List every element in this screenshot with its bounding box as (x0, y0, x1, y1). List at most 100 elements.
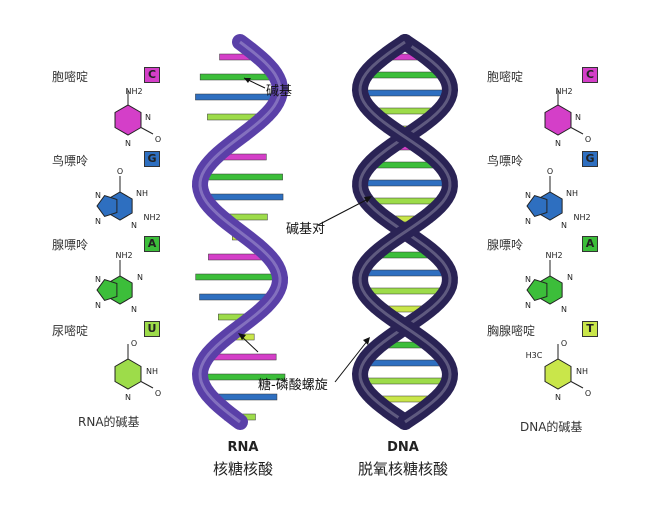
atom-label: N (561, 305, 567, 314)
atom-label: NH (136, 189, 148, 198)
atom-label: O (155, 135, 161, 144)
atom-label: O (117, 167, 123, 176)
dna-molecule-4: H3C O NH O N (526, 339, 592, 402)
atom-label: N (555, 393, 561, 402)
ring (114, 104, 142, 136)
base-pair-arrow-head (364, 196, 372, 203)
base-bar (195, 273, 285, 281)
rna-subtitle: 核糖核酸 (212, 460, 273, 478)
atom-label: NH2 (115, 251, 132, 260)
atom-label: NH2 (573, 213, 590, 222)
base-bar (355, 179, 455, 187)
atom-label: N (137, 273, 143, 282)
backbone-highlight (198, 40, 282, 424)
ring (544, 358, 572, 390)
rna-badge-u: U (144, 321, 160, 337)
backbone-highlight (358, 40, 452, 424)
atom-label: N (145, 113, 151, 122)
atom-label: N (567, 273, 573, 282)
atom-label: NH (566, 189, 578, 198)
dna-base-name-4: 胸腺嘧啶 (487, 324, 536, 338)
backbone-strand-1 (191, 34, 289, 430)
backbone-strand-2 (351, 34, 459, 430)
helix-arrow-right-line (334, 339, 369, 383)
dna-helix (351, 34, 459, 430)
atom-label: O (547, 167, 553, 176)
atom-label: N (525, 301, 531, 310)
atom-label: O (561, 339, 567, 348)
ring (96, 194, 118, 218)
atom-label: N (131, 221, 137, 230)
dna-badge-t: T (582, 321, 598, 337)
bond (140, 127, 154, 135)
atom-label: N (95, 217, 101, 226)
ring (96, 278, 118, 302)
base-bar (356, 269, 454, 277)
rna-badge-a: A (144, 236, 160, 252)
atom-label: O (131, 339, 137, 348)
atom-label: O (585, 135, 591, 144)
rna-base-name-3: 腺嘌呤 (52, 238, 89, 252)
base-pair-label: 碱基对 (286, 222, 326, 237)
rna-bases-caption: RNA的碱基 (78, 415, 140, 429)
ring (544, 104, 572, 136)
rna-molecule-4: O NH O N (114, 339, 161, 402)
atom-label: N (525, 191, 531, 200)
atom-label: N (95, 301, 101, 310)
bond (140, 381, 154, 389)
base-pair-arrow-line (317, 197, 371, 226)
dna-base-name-3: 腺嘌呤 (487, 238, 524, 252)
rna-helix (191, 34, 289, 430)
bond (570, 127, 584, 135)
dna-base-name-2: 鸟嘌呤 (487, 154, 524, 168)
rna-base-name-2: 鸟嘌呤 (52, 154, 89, 168)
ring (114, 358, 142, 390)
dna-bases-caption: DNA的碱基 (520, 420, 583, 434)
base-bar (354, 89, 456, 97)
dna-badge-c: C (582, 67, 598, 83)
atom-label: NH (146, 367, 158, 376)
ring (526, 278, 548, 302)
base-arrow-head (244, 78, 251, 83)
atom-label: N (125, 393, 131, 402)
atom-label: N (131, 305, 137, 314)
rna-badge-g: G (144, 151, 160, 167)
rna-base-name-1: 胞嘧啶 (52, 70, 89, 84)
helix-arrow-right-head (363, 337, 370, 345)
atom-label: NH (576, 367, 588, 376)
atom-label: NH2 (545, 251, 562, 260)
helix-arrow-left-head (238, 333, 246, 340)
atom-label: NH2 (555, 87, 572, 96)
atom-label: N (525, 275, 531, 284)
atom-label: N (525, 217, 531, 226)
atom-label: NH2 (143, 213, 160, 222)
base-label: 碱基 (266, 84, 293, 99)
dna-title: DNA (387, 440, 419, 455)
rna-title: RNA (227, 440, 259, 455)
atom-label: N (561, 221, 567, 230)
annotation-arrows (238, 77, 372, 383)
rna-base-name-4: 尿嘧啶 (52, 324, 89, 338)
atom-label: O (155, 389, 161, 398)
atom-label: N (95, 191, 101, 200)
dna-badge-g: G (582, 151, 598, 167)
atom-label: N (575, 113, 581, 122)
atom-label: O (585, 389, 591, 398)
sugar-phosphate-label: 糖-磷酸螺旋 (258, 378, 328, 393)
atom-label: NH2 (125, 87, 142, 96)
ring (526, 194, 548, 218)
atom-label: N (125, 139, 131, 148)
atom-label: N (555, 139, 561, 148)
bond (570, 381, 584, 389)
rna-badge-c: C (144, 67, 160, 83)
dna-subtitle: 脱氧核糖核酸 (357, 460, 448, 478)
dna-badge-a: A (582, 236, 598, 252)
atom-label: H3C (526, 351, 543, 360)
